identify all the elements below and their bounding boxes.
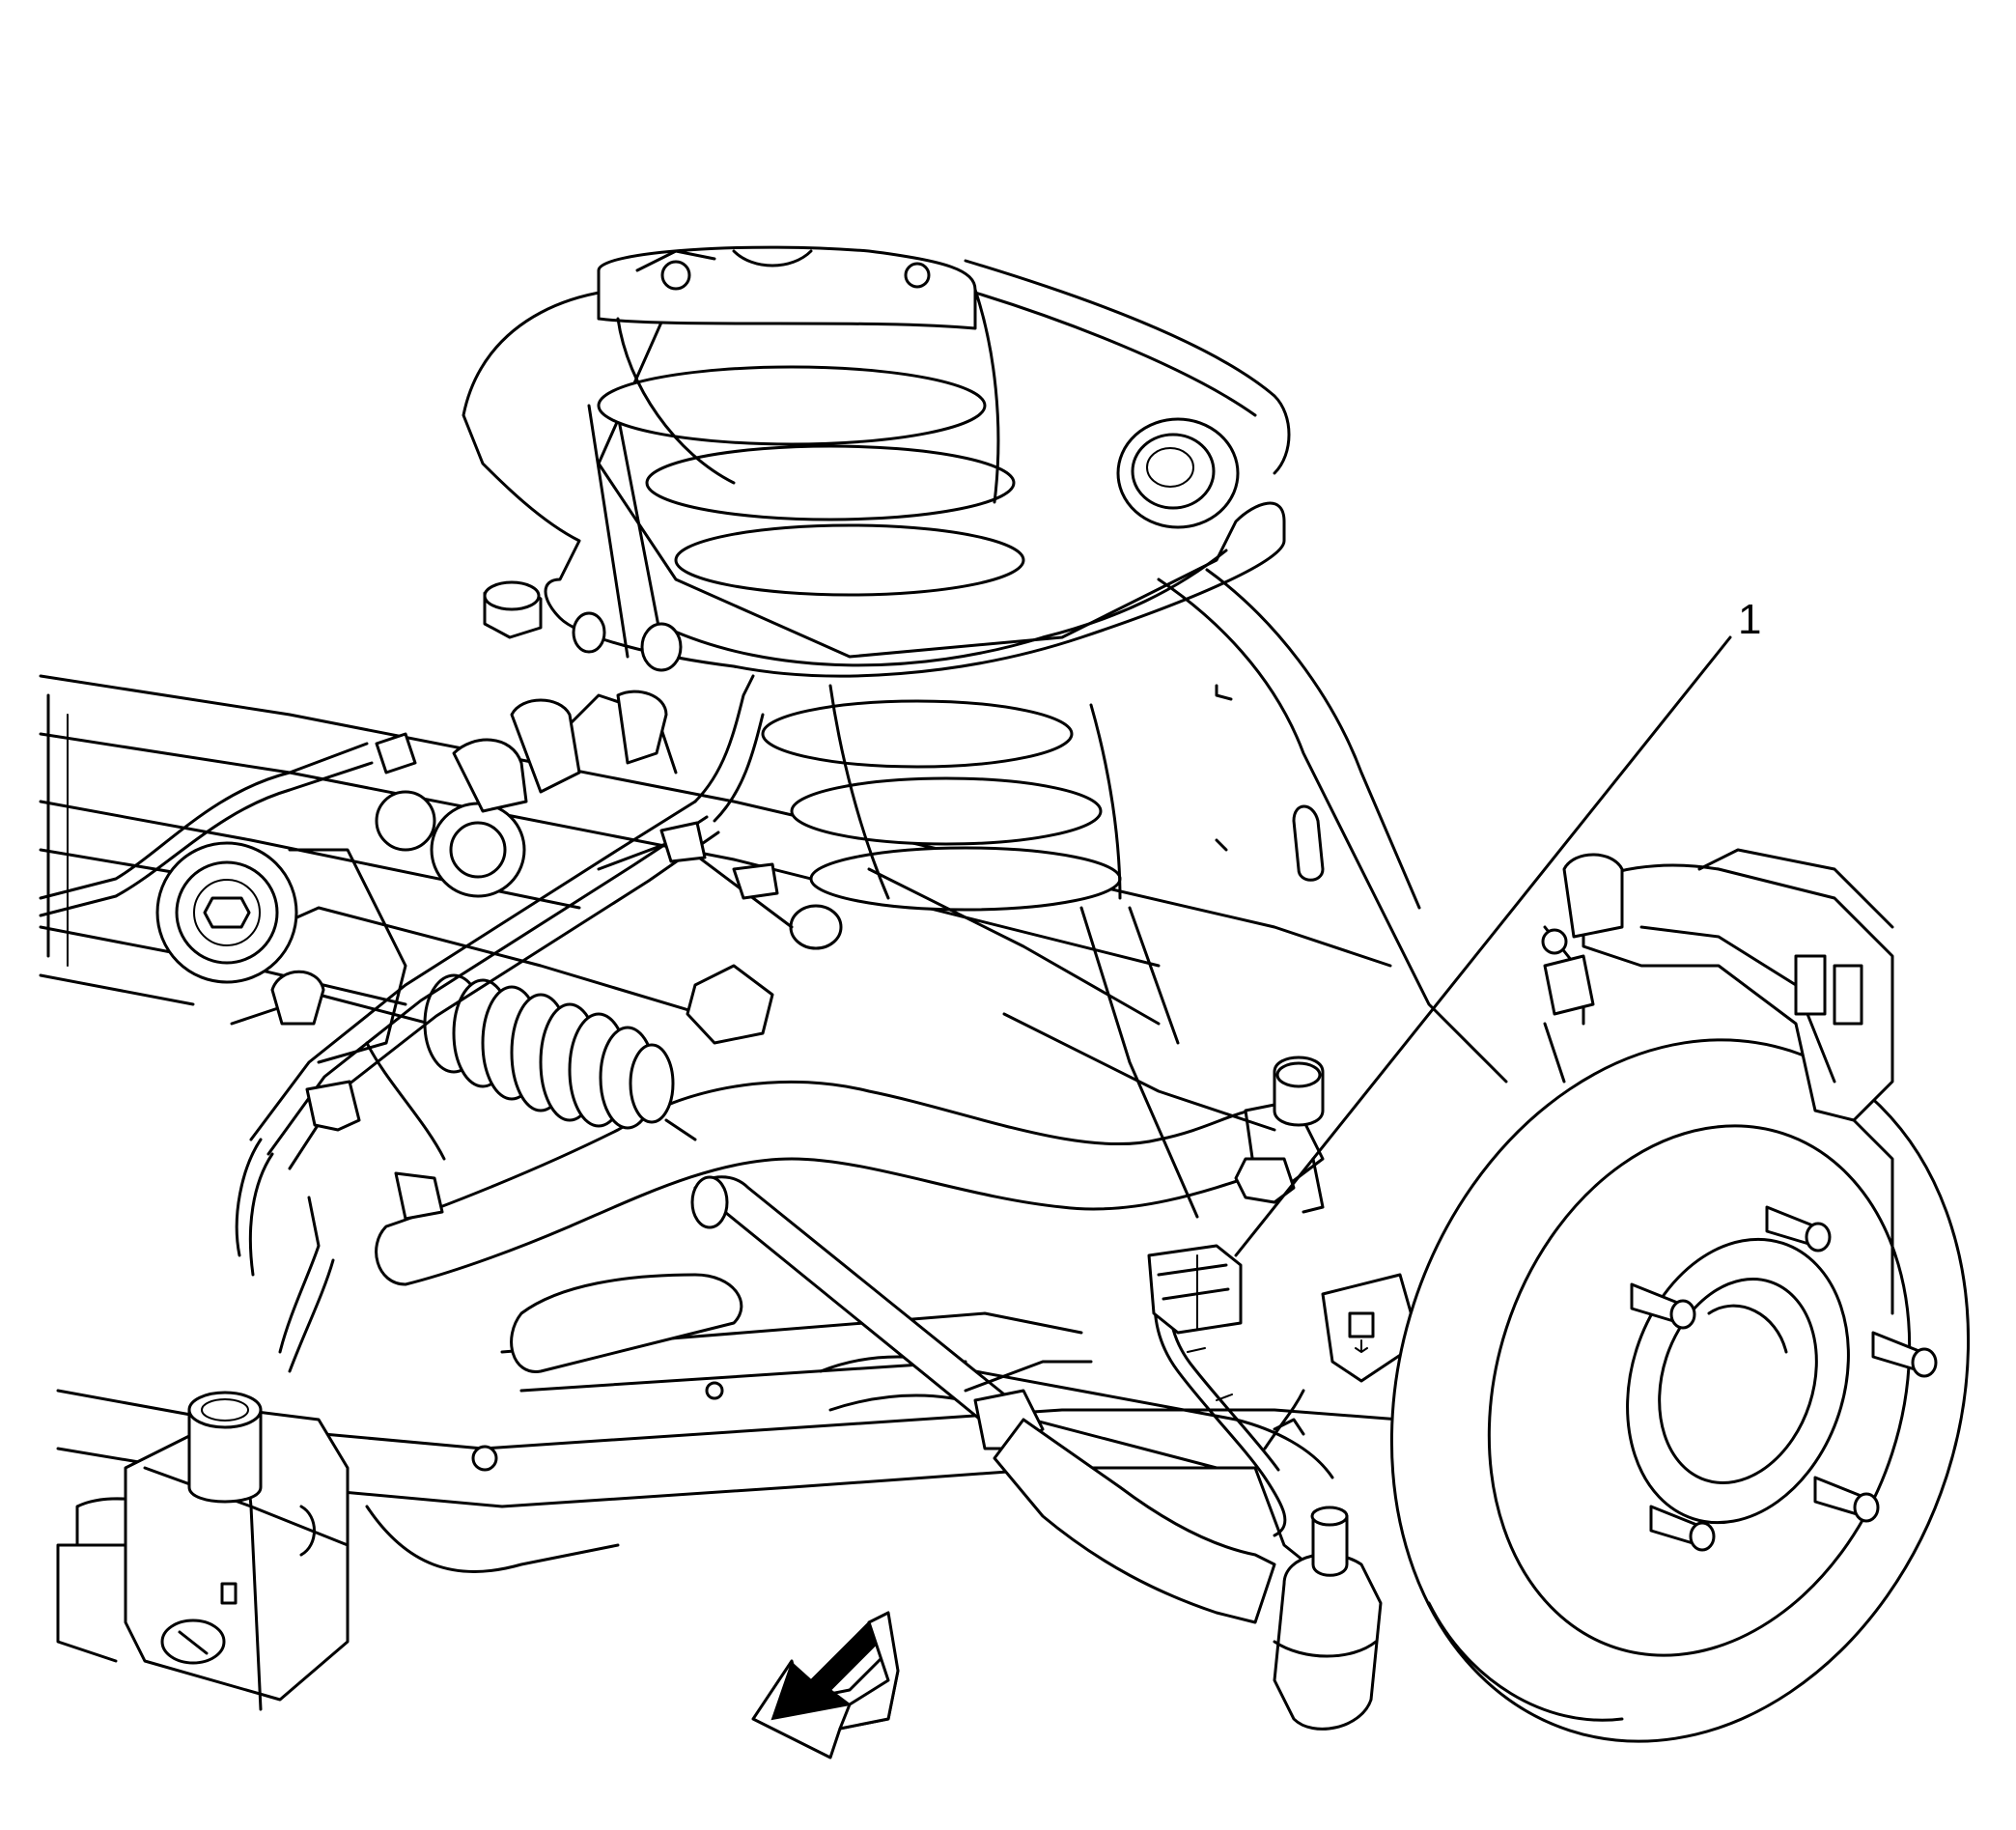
mount-bracket [56,1391,350,1711]
wheel-studs [1630,1205,1938,1552]
stabilizer-link [1234,1056,1325,1214]
steering-gear-housing [155,690,843,1161]
brake-lines [39,674,765,1373]
callout-1 [1234,635,1732,1257]
tie-rod [690,1175,1276,1624]
stabilizer-bar [375,1080,1276,1286]
front-direction-arrow [751,1611,900,1760]
coil-spring [597,245,1122,912]
tie-rod-end [1273,1506,1383,1731]
rack-boot [423,973,675,1130]
callout-label-1: 1 [1738,596,1761,643]
steering-rack [230,906,736,1141]
pivot-bushing [1116,417,1240,529]
brake-caliper [1541,848,1894,1315]
sensor-bracket [1273,1273,1421,1436]
line-clips [305,732,779,1221]
lower-control-arm [867,568,1508,1219]
arm-bolt [483,580,543,639]
harness-connector [1147,1244,1243,1335]
upper-control-arm [462,259,1291,678]
